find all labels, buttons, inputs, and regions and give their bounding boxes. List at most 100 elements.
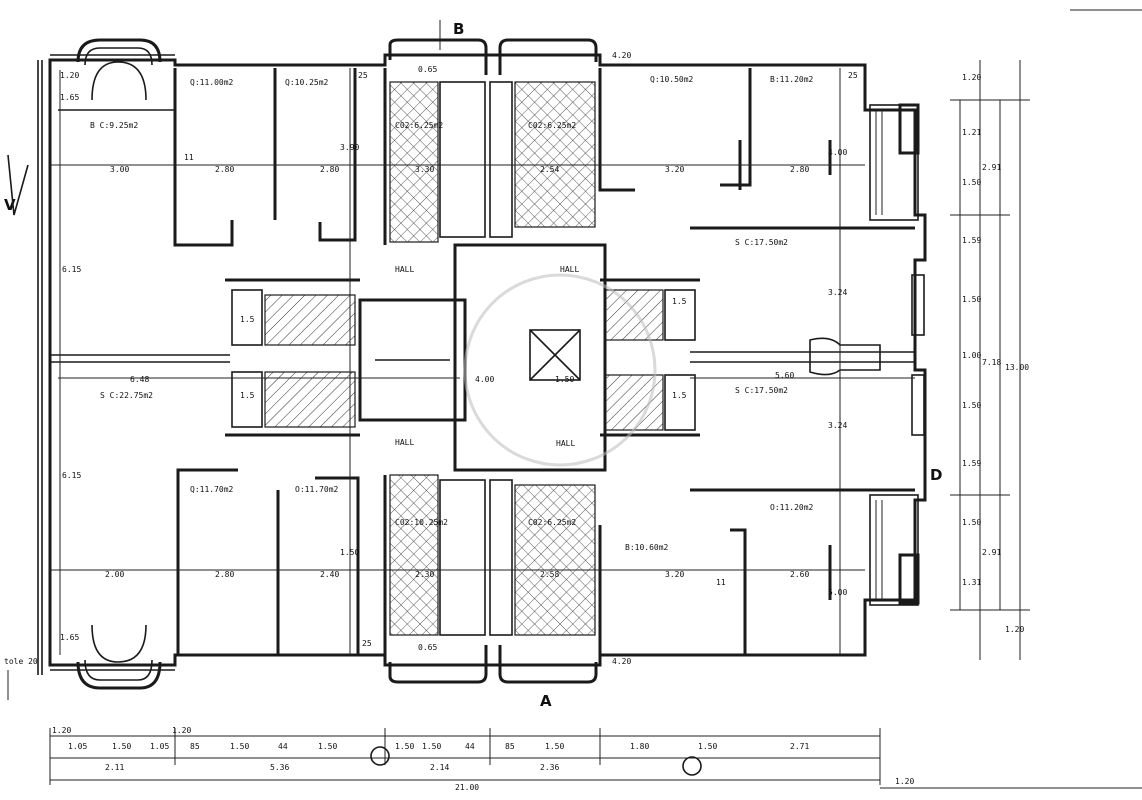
dim-label: 2.80 (320, 165, 339, 174)
dim-label: 6.48 (130, 375, 149, 384)
right-dim-label: 1.31 (962, 578, 981, 587)
bottom-dim-label: 44 (278, 742, 288, 751)
bottom-dim-label: 1.50 (230, 742, 249, 751)
bottom-dim-label: 1.20 (172, 726, 191, 735)
dim-label: 3.30 (415, 165, 434, 174)
dim-label: 3.24 (828, 421, 847, 430)
bottom-ruler: 1.20 1.05 1.50 1.05 1.20 85 1.50 44 1.50… (52, 726, 914, 792)
right-total-label: 13.00 (1005, 363, 1029, 372)
bottom-total-label: 21.00 (455, 783, 479, 792)
bottom-dim-label: 1.50 (395, 742, 414, 751)
dim-label: 2.40 (320, 570, 339, 579)
right-dim-label: 1.59 (962, 459, 981, 468)
room-label: S C:22.75m2 (100, 391, 153, 400)
dim-label: 25 (848, 71, 858, 80)
axis-label-top: B (453, 20, 464, 38)
bottom-total-label: 2.14 (430, 763, 449, 772)
dim-label: 4.00 (475, 375, 494, 384)
right-dim-label: 1.59 (962, 236, 981, 245)
right-dim-label: 1.50 (962, 295, 981, 304)
right-dim-label: 1.21 (962, 128, 981, 137)
room-label: 1.5 (240, 391, 255, 400)
bottom-dim-label: 1.50 (698, 742, 717, 751)
axis-label-bottom: A (540, 692, 552, 710)
dim-label: 25 (358, 71, 368, 80)
dim-label: 11 (716, 578, 726, 587)
right-dim-label: 1.20 (962, 73, 981, 82)
room-label: Q:10.50m2 (650, 75, 694, 84)
bottom-total-label: 2.11 (105, 763, 124, 772)
dim-label: 1.65 (60, 93, 79, 102)
dim-label: 3.20 (665, 165, 684, 174)
dim-label: 2.58 (540, 570, 559, 579)
room-label: B:11.20m2 (770, 75, 814, 84)
right-dim-label: 1.20 (1005, 625, 1024, 634)
dim-label: 2.54 (540, 165, 559, 174)
bottom-dim-label: 1.50 (112, 742, 131, 751)
dim-label: 5.60 (775, 371, 794, 380)
room-label: S C:17.50m2 (735, 386, 788, 395)
hatched-zones (264, 81, 664, 636)
balcony-right-bottom (869, 494, 920, 606)
stamp-watermark (463, 273, 657, 467)
dim-label: 1.20 (60, 71, 79, 80)
dim-label: 1.65 (60, 633, 79, 642)
dim-label: 2.00 (105, 570, 124, 579)
bottom-dim-label: 2.71 (790, 742, 809, 751)
dim-label: 2.30 (415, 570, 434, 579)
bottom-dim-label: 1.20 (52, 726, 71, 735)
dim-label: 1.50 (555, 375, 574, 384)
right-dim-label: 1.00 (962, 351, 981, 360)
bottom-dim-label: 1.05 (68, 742, 87, 751)
dim-label: 1.50 (340, 548, 359, 557)
bay-window-bottom-left (76, 624, 162, 690)
dimension-lines (7, 9, 1142, 789)
right-total-label: 7.18 (982, 358, 1001, 367)
bottom-end-label: 1.20 (895, 777, 914, 786)
balcony-right-top (869, 103, 920, 221)
bottom-dim-label: 1.50 (318, 742, 337, 751)
bottom-total-label: 5.36 (270, 763, 289, 772)
room-label: C02:10.25m2 (395, 518, 448, 527)
room-label: 1.5 (240, 315, 255, 324)
axis-label-right: D (930, 466, 942, 484)
room-label: C02:6.25m2 (528, 121, 576, 130)
room-label: 1.5 (672, 297, 687, 306)
bottom-dim-label: 85 (505, 742, 515, 751)
bay-top-center (388, 38, 598, 75)
dim-label: 11 (184, 153, 194, 162)
right-dim-label: 1.50 (962, 518, 981, 527)
bottom-dim-label: 85 (190, 742, 200, 751)
dim-label: 3.90 (340, 143, 359, 152)
room-label: Q:11.70m2 (190, 485, 234, 494)
bottom-dim-label: 1.80 (630, 742, 649, 751)
interior-dimension-labels: 3.00 2.80 2.80 3.30 2.54 3.20 2.80 2.00 … (60, 51, 858, 666)
dim-label: 6.15 (62, 265, 81, 274)
room-label: O:11.70m2 (295, 485, 339, 494)
room-label: B:10.60m2 (625, 543, 669, 552)
room-label: 1.5 (672, 391, 687, 400)
dim-label: 4.20 (612, 657, 631, 666)
dim-label: 2.80 (215, 570, 234, 579)
right-ruler: 1.20 1.21 1.50 1.59 1.50 1.00 1.50 1.59 … (962, 73, 1029, 634)
bottom-dim-label: 1.50 (545, 742, 564, 751)
bay-window-top-left (76, 38, 162, 101)
room-label: HALL (395, 438, 414, 447)
scale-note: tole 20 (4, 657, 38, 666)
room-labels: Q:11.00m2 Q:10.25m2 Q:10.50m2 B:11.20m2 … (90, 75, 814, 552)
bottom-total-label: 2.36 (540, 763, 559, 772)
dim-label: 2.80 (790, 165, 809, 174)
bottom-dim-label: 44 (465, 742, 475, 751)
room-label: C02:6.25m2 (395, 121, 443, 130)
outer-walls (37, 53, 927, 675)
dim-label: 3.00 (110, 165, 129, 174)
room-label: HALL (560, 265, 579, 274)
dim-label: 4.00 (828, 148, 847, 157)
bottom-dim-label: 1.05 (150, 742, 169, 751)
room-label: C02:6.25m2 (528, 518, 576, 527)
dim-label: 4.20 (612, 51, 631, 60)
dim-label: 3.20 (665, 570, 684, 579)
dim-label: 6.15 (62, 471, 81, 480)
room-label: Q:11.00m2 (190, 78, 234, 87)
